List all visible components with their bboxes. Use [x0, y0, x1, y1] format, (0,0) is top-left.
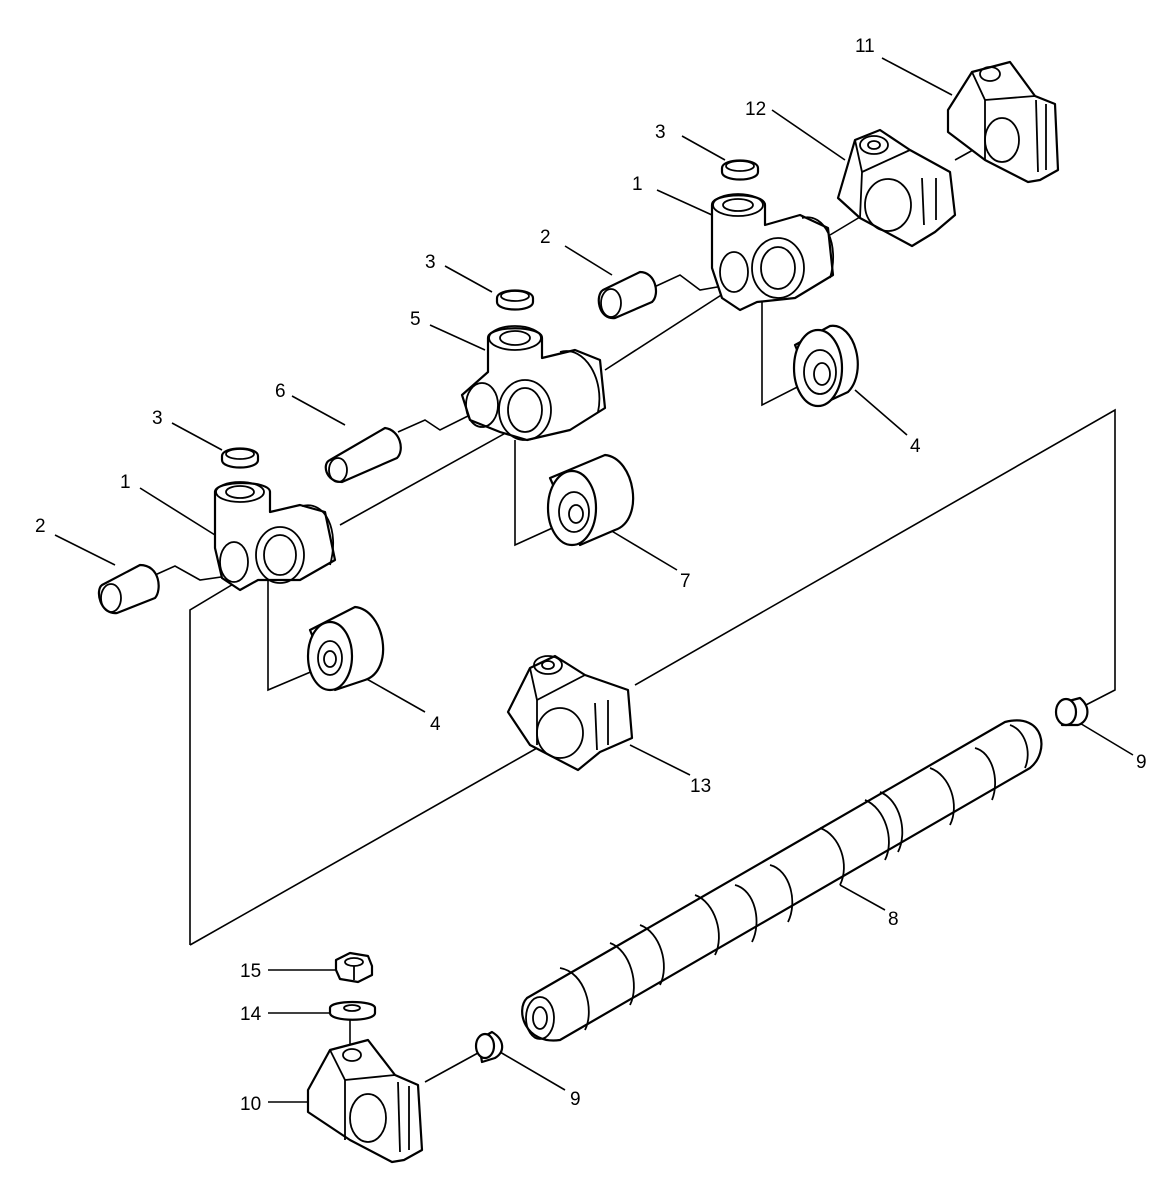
callout-8: 8 [888, 909, 899, 930]
rocker-arm-1-left [213, 481, 337, 592]
nut-15 [334, 951, 374, 984]
pin-2-upper [597, 270, 658, 320]
callout-5: 5 [410, 309, 421, 330]
callout-3: 3 [152, 408, 163, 429]
roller-7 [546, 453, 635, 547]
plug-9-right [1054, 696, 1089, 727]
callout-6: 6 [275, 381, 286, 402]
callout-13: 13 [690, 776, 711, 797]
callout-10: 10 [240, 1094, 261, 1115]
plug-3-middle [495, 289, 535, 311]
end-bracket-11 [946, 60, 1060, 184]
plug-9-left [474, 1030, 504, 1064]
roller-4-lower [306, 605, 385, 692]
roller-4-upper [792, 324, 859, 408]
callout-3: 3 [425, 252, 436, 273]
callout-2: 2 [540, 227, 551, 248]
rocker-arm-5 [460, 325, 607, 442]
end-bracket-10 [306, 1038, 424, 1164]
callout-4: 4 [430, 714, 441, 735]
callout-1: 1 [632, 174, 643, 195]
callout-labels: 11 12 3 1 2 3 5 6 3 1 2 4 7 4 13 9 8 15 … [35, 36, 1147, 1115]
callout-4: 4 [910, 436, 921, 457]
callout-2: 2 [35, 516, 46, 537]
callout-1: 1 [120, 472, 131, 493]
plug-3-left [220, 447, 260, 469]
pin-2-left [97, 563, 160, 615]
callout-15: 15 [240, 961, 261, 982]
pin-6 [324, 426, 402, 484]
callout-7: 7 [680, 571, 691, 592]
callout-12: 12 [745, 99, 766, 120]
plug-3-upper [720, 159, 760, 181]
bracket-12 [836, 128, 957, 248]
callout-11: 11 [855, 36, 875, 57]
callout-3: 3 [655, 122, 666, 143]
bracket-13 [506, 654, 634, 772]
callout-9: 9 [570, 1089, 581, 1110]
callout-leaders [54, 57, 1134, 1103]
washer-14 [328, 1000, 377, 1021]
callout-14: 14 [240, 1004, 262, 1025]
rocker-arm-1-upper [710, 193, 835, 312]
callout-9: 9 [1136, 752, 1147, 773]
camshaft-8 [521, 719, 1043, 1042]
